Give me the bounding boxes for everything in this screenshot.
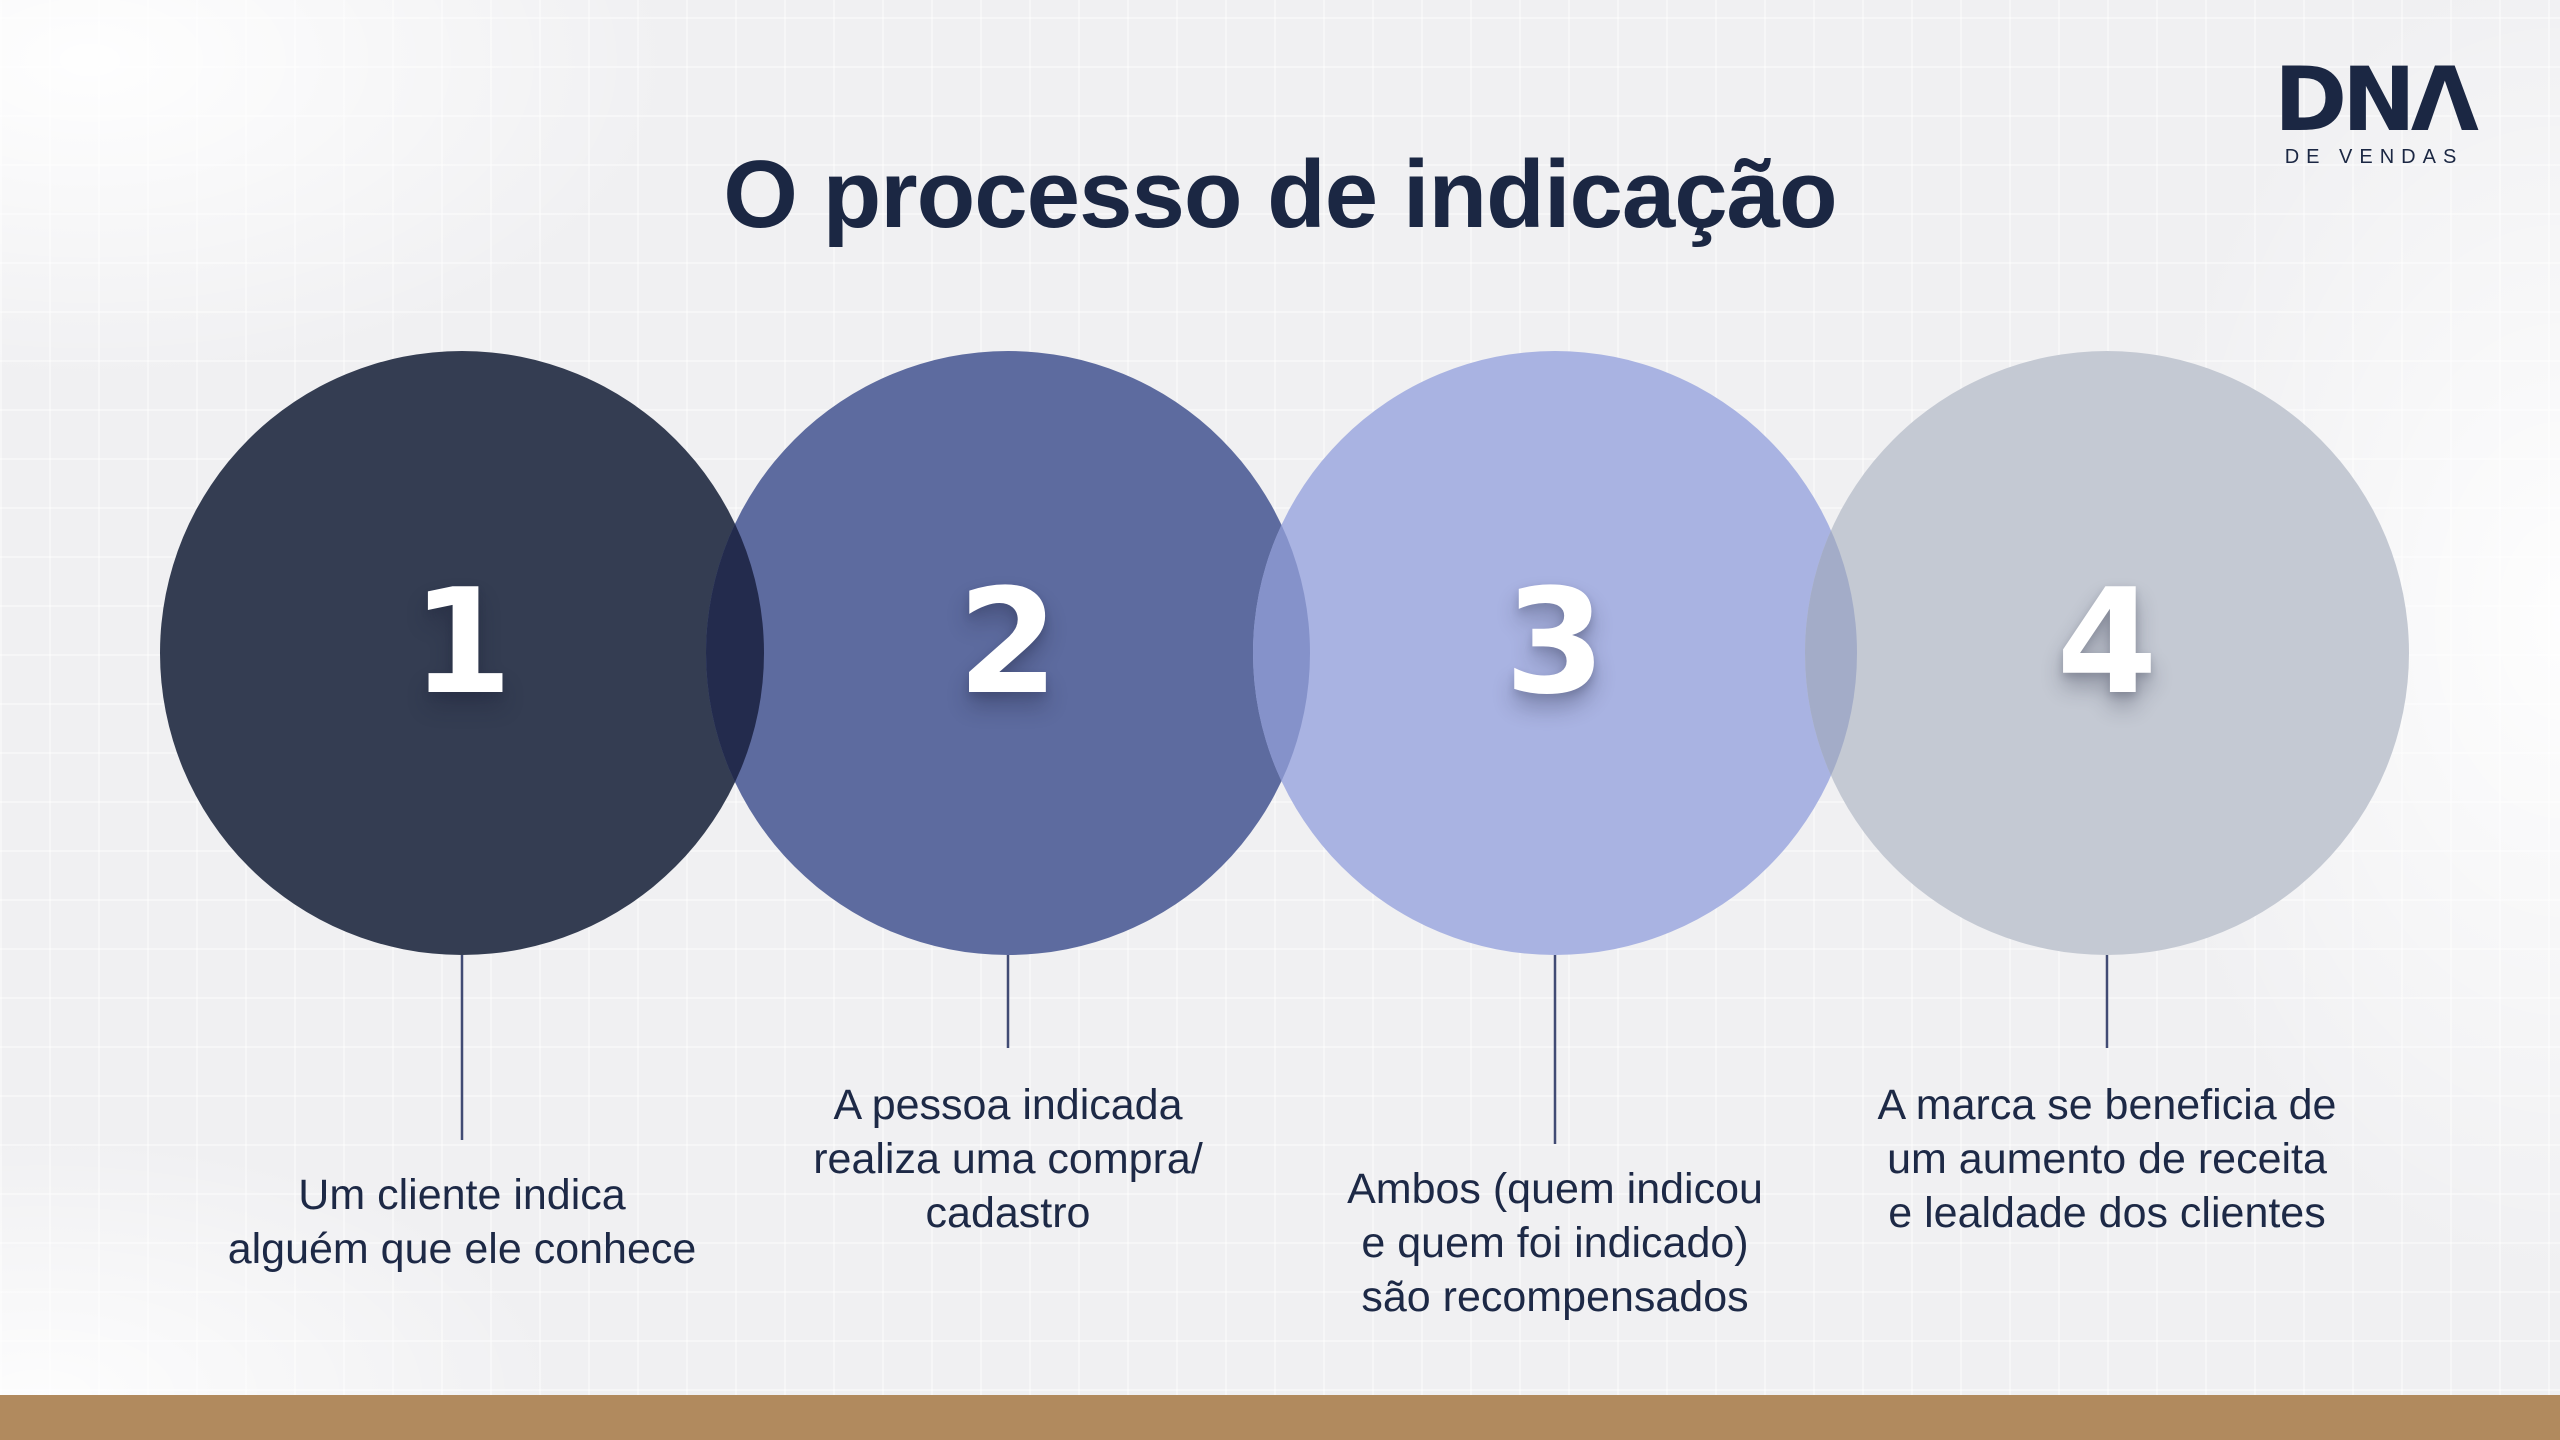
page-title: O processo de indicação (723, 141, 1837, 248)
step-number-1: 1 (411, 558, 513, 727)
step-number-3: 3 (1504, 558, 1606, 727)
logo-subtitle: DE VENDAS (2284, 145, 2464, 168)
step-circle-2 (706, 351, 1310, 955)
step-circle-3 (1253, 351, 1857, 955)
step-circle-1 (160, 351, 764, 955)
step-number-4: 4 (2056, 558, 2158, 727)
step-description-2: A pessoa indicada realiza uma compra/ ca… (813, 1081, 1203, 1237)
step-circle-4 (1805, 351, 2409, 955)
footer-accent-bar (0, 1395, 2560, 1440)
logo-wordmark: DNΛ (2274, 48, 2479, 151)
step-description-3: Ambos (quem indicou e quem foi indicado)… (1347, 1165, 1763, 1321)
step-description-4: A marca se beneficia de um aumento de re… (1877, 1081, 2337, 1237)
step-description-1: Um cliente indica alguém que ele conhece (227, 1171, 697, 1273)
dna-de-vendas-logo: DNΛ DE VENDAS (2254, 48, 2494, 169)
step-number-2: 2 (957, 558, 1059, 727)
